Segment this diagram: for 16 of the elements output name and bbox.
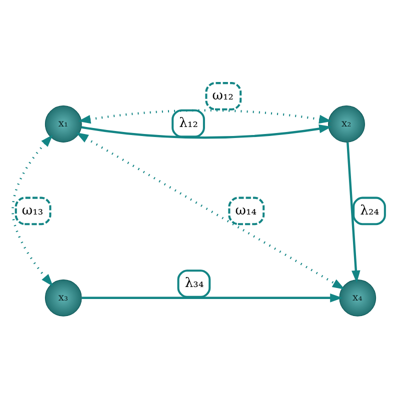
edge-label: ω₁₂ <box>212 88 234 104</box>
edge-label: λ₁₂ <box>179 116 198 131</box>
arrow <box>82 294 343 302</box>
edge-label: ω₁₄ <box>235 203 257 218</box>
node-circle: x₄ <box>339 279 376 316</box>
arrow <box>12 134 54 286</box>
arrow <box>346 142 360 284</box>
edge-label: ω₁₃ <box>22 203 44 218</box>
node-circle: x₂ <box>328 106 365 142</box>
edge-label: λ₃₄ <box>184 276 204 292</box>
node-circle: x₃ <box>44 279 82 316</box>
arrow <box>78 109 332 124</box>
node-circle: x₁ <box>44 106 82 142</box>
edge-label: λ₂₄ <box>360 203 380 218</box>
arrow <box>81 124 332 139</box>
arrow <box>76 132 345 290</box>
